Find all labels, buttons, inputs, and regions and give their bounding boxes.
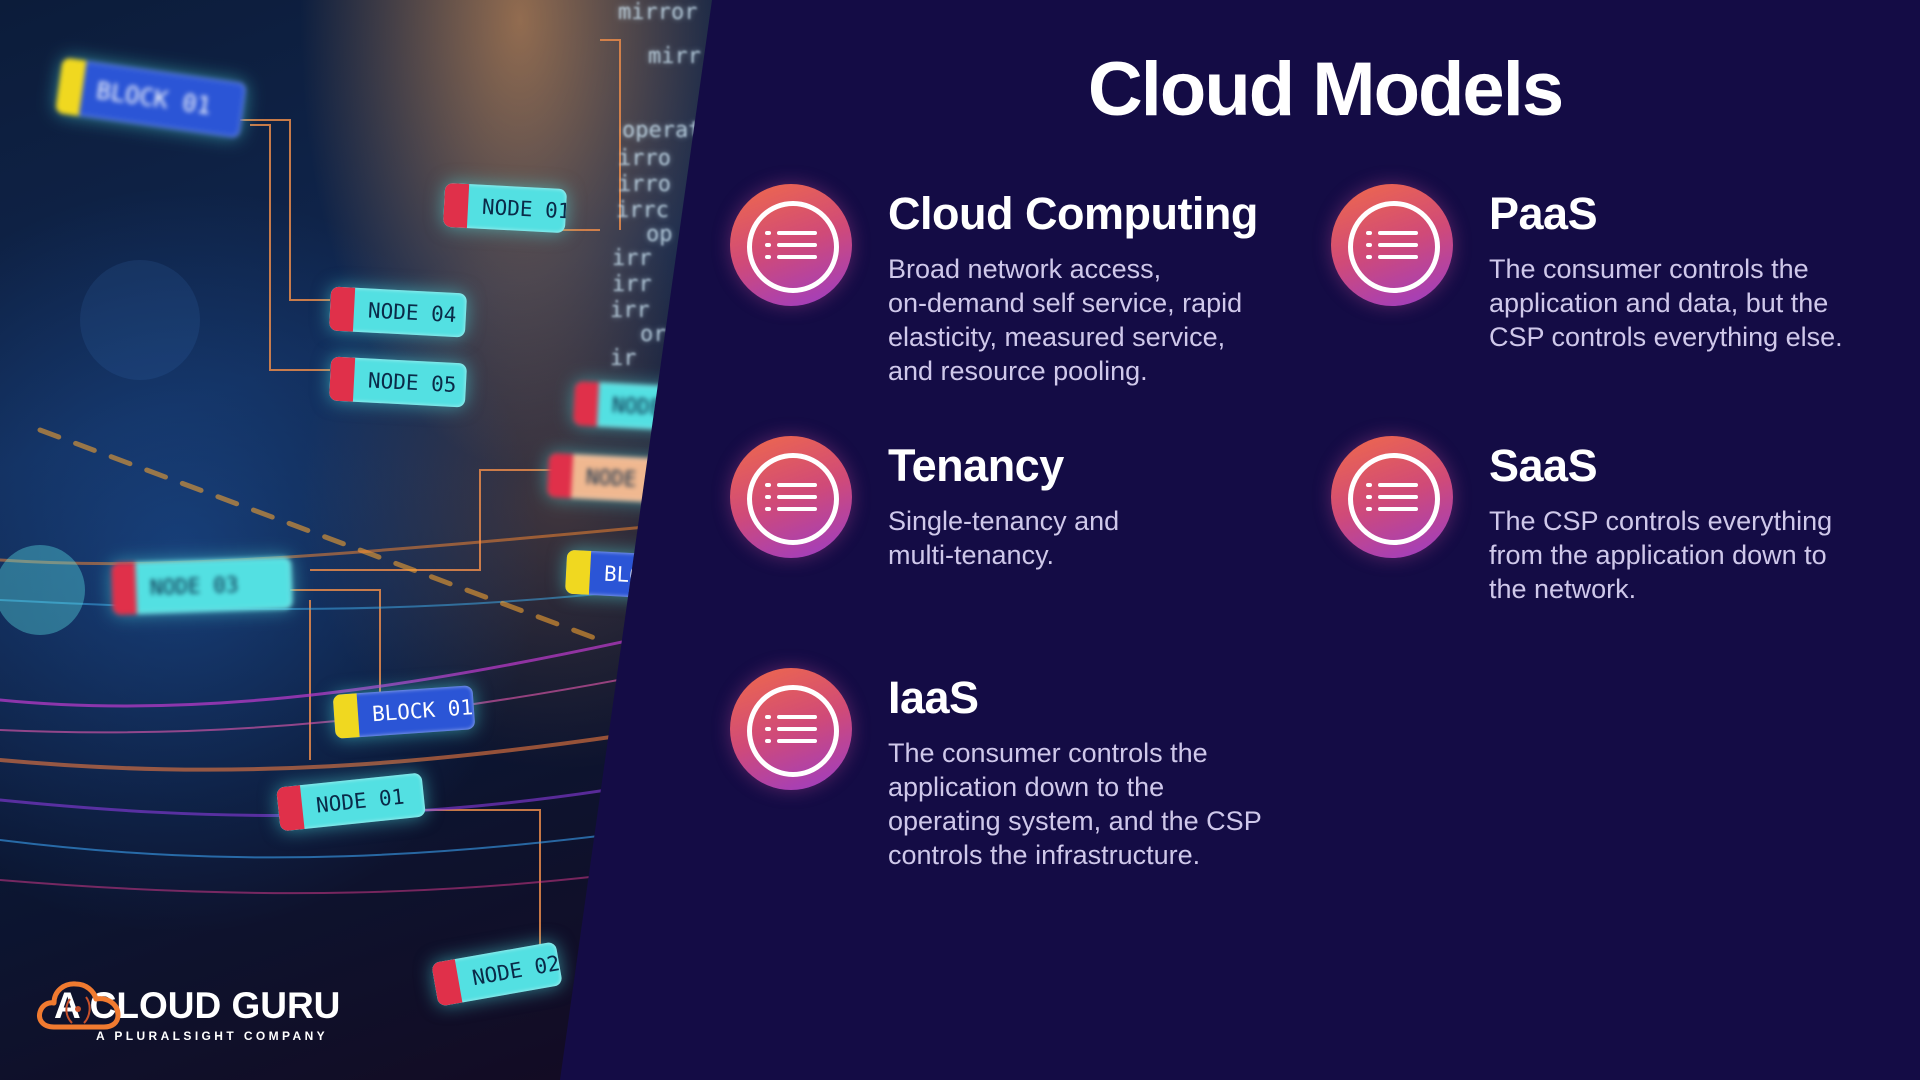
- block-tag: BLOC: [564, 549, 658, 599]
- network-lines: [0, 39, 712, 961]
- code-fragment: mirr: [648, 44, 701, 69]
- code-fragment: or: [640, 322, 667, 347]
- item-heading: PaaS: [1489, 188, 1598, 239]
- item-description: Single-tenancy and multi-tenancy.: [888, 506, 1120, 570]
- code-fragment: mirror: [618, 0, 698, 25]
- item-saas: SaaS The CSP controls everything from th…: [1331, 436, 1911, 636]
- network-illustration: BLOCK 01 NODE 01 NODE 04 NODE 05 NODE 03…: [0, 0, 712, 1080]
- node-tag: NODE 01: [442, 182, 568, 234]
- node-tag: NODE: [546, 452, 670, 504]
- code-fragment: irr: [612, 246, 652, 271]
- code-fragment: ir: [610, 346, 637, 371]
- list-icon: [730, 668, 852, 790]
- item-description: The consumer controls the application do…: [888, 738, 1262, 870]
- cloud-icon: [37, 981, 121, 1030]
- code-fragment: irrc: [616, 198, 669, 223]
- code-fragment: operat: [622, 118, 702, 143]
- logo-name: A CLOUD GURU: [54, 985, 341, 1026]
- logo-tagline: A PLURALSIGHT COMPANY: [96, 1029, 329, 1043]
- item-heading: IaaS: [888, 672, 979, 723]
- code-fragment: irro: [618, 172, 671, 197]
- item-iaas: IaaS The consumer controls the applicati…: [730, 668, 1350, 888]
- item-description: The CSP controls everything from the app…: [1489, 506, 1833, 604]
- node-tag: NODE 03: [111, 556, 293, 616]
- item-heading: SaaS: [1489, 440, 1598, 491]
- item-description: The consumer controls the application an…: [1489, 254, 1843, 352]
- item-description: Broad network access, on-demand self ser…: [888, 254, 1243, 386]
- list-icon: [1331, 436, 1453, 558]
- code-fragment: irro: [618, 146, 671, 171]
- item-paas: PaaS The consumer controls the applicati…: [1331, 184, 1911, 384]
- item-cloud-computing: Cloud Computing Broad network access, on…: [730, 184, 1330, 404]
- page-title: Cloud Models: [1087, 47, 1564, 132]
- node-tag: NODE 05: [328, 356, 468, 408]
- item-tenancy: Tenancy Single-tenancy and multi-tenancy…: [730, 436, 1330, 596]
- node-tag: NODE 04: [328, 286, 468, 338]
- node-tag: NODE: [572, 381, 686, 431]
- list-icon: [730, 436, 852, 558]
- item-heading: Cloud Computing: [888, 188, 1258, 239]
- code-fragment: irr: [610, 298, 650, 323]
- list-icon: [730, 184, 852, 306]
- list-icon: [1331, 184, 1453, 306]
- brand-logo: A CLOUD GURU A PLURALSIGHT COMPANY: [34, 975, 340, 1043]
- item-heading: Tenancy: [888, 440, 1064, 491]
- code-fragment: irr: [612, 272, 652, 297]
- code-fragment: op: [646, 222, 673, 247]
